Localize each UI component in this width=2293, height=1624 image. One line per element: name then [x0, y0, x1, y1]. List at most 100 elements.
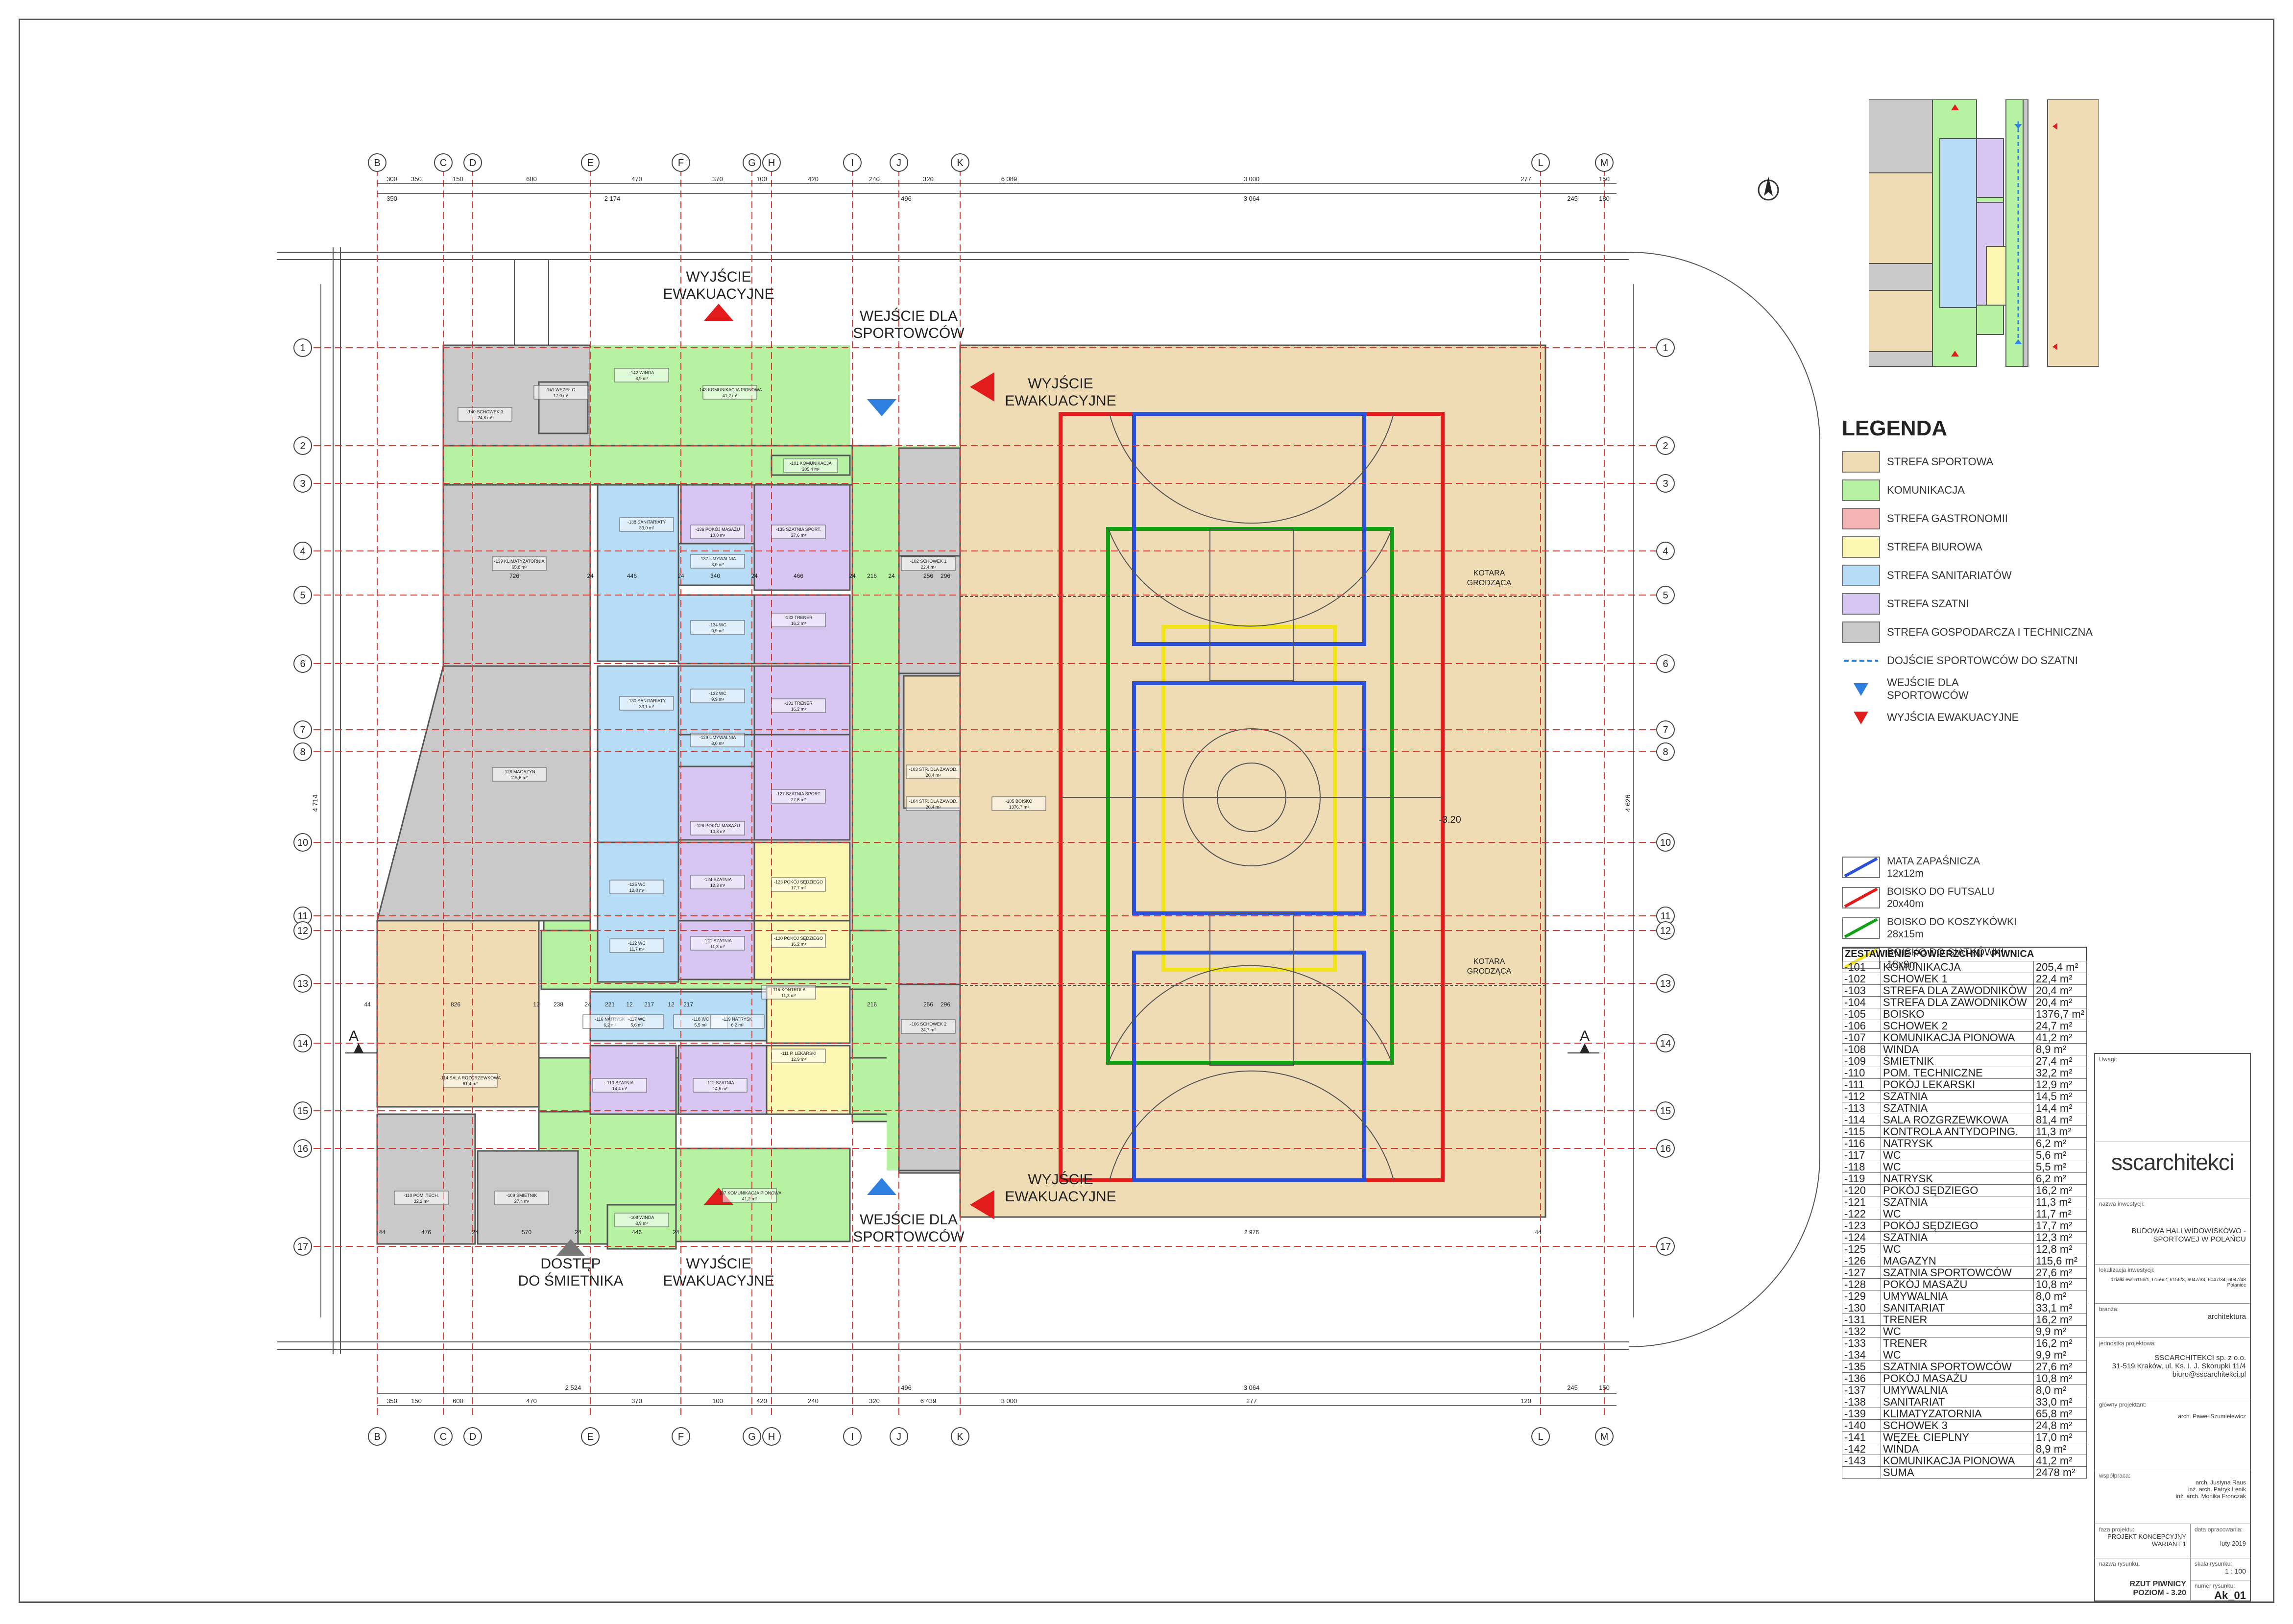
- room-area: 5,6 m²: [630, 1023, 643, 1027]
- table-cell-name: SZATNIA SPORTOWCÓW: [1881, 1361, 2034, 1373]
- exit-sign-top: EWAKUACYJNE: [663, 286, 774, 302]
- tb-number-val: Ak_01: [2214, 1589, 2246, 1601]
- dimension-text: 150: [411, 1397, 422, 1405]
- grid-row-bubble: [293, 338, 312, 357]
- table-cell-area: 5,5 m²: [2033, 1161, 2087, 1173]
- room-name: -114 SALA ROZGRZEWKOWA: [440, 1075, 501, 1080]
- zones: [376, 344, 1546, 1250]
- dimension-text: 217: [683, 1001, 693, 1008]
- table-cell-name: KOMUNIKACJA PIONOWA: [1881, 1031, 2034, 1044]
- room-name: -123 POKÓJ SĘDZIEGO: [774, 880, 823, 884]
- zone-sanitariaty-1: [597, 484, 679, 662]
- legend-item-entry: WEJŚCIE DLA SPORTOWCÓW: [1842, 675, 2136, 703]
- table-cell-name: TRENER: [1881, 1314, 2034, 1326]
- room-area: 8,9 m²: [635, 1221, 648, 1226]
- grid-row-bubble: [293, 474, 312, 493]
- dimension-text: 12: [668, 1001, 675, 1008]
- table-cell-area: 8,9 m²: [2033, 1043, 2087, 1055]
- grid-row-bubble: [293, 720, 312, 739]
- dimension-text: 350: [411, 175, 422, 183]
- dimension-text: 6 089: [1001, 175, 1017, 183]
- zone-str-zawod: [903, 675, 961, 809]
- grid-row-bubble: [1656, 1237, 1675, 1256]
- tb-scale: skala rysunku: 1 : 100: [2191, 1558, 2250, 1580]
- table-cell-name: KONTROLA ANTYDOPING.: [1881, 1125, 2034, 1138]
- table-cell-code: -121: [1842, 1196, 1881, 1208]
- table-cell-name: SANITARIAT: [1881, 1396, 2034, 1408]
- dimension-text: 245: [1567, 1384, 1578, 1391]
- table-cell-area: 6,2 m²: [2033, 1137, 2087, 1149]
- grid-row-label: 1: [1663, 343, 1668, 354]
- tb-cap: nazwa rysunku:: [2099, 1560, 2140, 1567]
- grid-row-bubble: [1656, 474, 1675, 493]
- grid-column-label: L: [1538, 158, 1543, 168]
- grid-row-bubble: [1656, 1139, 1675, 1158]
- dimension-text: 296: [941, 1001, 950, 1008]
- tb-cap: jednostka projektowa:: [2099, 1340, 2156, 1347]
- dimension-text: 24: [751, 573, 758, 579]
- table-cell-name: NATRYSK: [1881, 1137, 2034, 1149]
- dimension-text: 320: [869, 1397, 880, 1405]
- grid-row-bubble: [293, 586, 312, 604]
- grid-row-label: 8: [300, 747, 305, 758]
- tb-investment: nazwa inwestycji: BUDOWA HALI WIDOWISKOW…: [2095, 1198, 2250, 1265]
- dashed-route-icon: [1842, 650, 1880, 671]
- tb-coop-l1: arch. Justyna Raus: [2196, 1479, 2246, 1486]
- room-name: -131 TRENER: [784, 701, 813, 706]
- grid-row-label: 3: [1663, 478, 1668, 489]
- table-cell-name: SANITARIAT: [1881, 1302, 2034, 1314]
- exit-icon-right-top: [970, 372, 994, 402]
- dimension-text: 24: [673, 1229, 679, 1236]
- dimension-text: 216: [867, 573, 877, 579]
- table-cell-code: -124: [1842, 1231, 1881, 1243]
- room-name: -108 WINDA: [629, 1215, 654, 1220]
- table-cell-code: -140: [1842, 1419, 1881, 1432]
- grid-column-label: J: [896, 1432, 901, 1442]
- room-name: -127 SZATNIA SPORT.: [776, 791, 821, 796]
- grid-row-label: 14: [297, 1038, 308, 1049]
- tb-cap: branża:: [2099, 1306, 2119, 1313]
- table-cell-name: SZATNIA: [1881, 1196, 2034, 1208]
- room-area: 205,4 m²: [802, 467, 820, 472]
- tb-office-l1: SSCARCHITEKCI sp. z o.o.: [2154, 1354, 2246, 1362]
- table-cell-code: -104: [1842, 996, 1881, 1008]
- grid-column-label: D: [469, 158, 476, 168]
- dimension-text: 496: [901, 195, 912, 202]
- table-cell-area: 12,8 m²: [2033, 1243, 2087, 1255]
- section-label: A: [1580, 1028, 1590, 1044]
- room-area: 5,5 m²: [694, 1023, 707, 1027]
- table-cell-code: -143: [1842, 1455, 1881, 1467]
- grid-column-bubble: [434, 1427, 453, 1446]
- table-cell-code: -105: [1842, 1008, 1881, 1020]
- legend-swatch: [1842, 621, 1880, 643]
- tb-cap: główny projektant:: [2099, 1401, 2147, 1408]
- room-area: 32,2 m²: [414, 1199, 429, 1204]
- legend-label: KOMUNIKACJA: [1887, 484, 1965, 496]
- dimension-text: 420: [808, 175, 819, 183]
- grid-row-bubble: [293, 974, 312, 993]
- dimension-text: 4 714: [311, 794, 319, 812]
- grid-row-bubble: [293, 833, 312, 852]
- grid-row-label: 12: [297, 926, 308, 936]
- zone-boisko: [959, 344, 1546, 1218]
- grid-column-label: C: [440, 158, 447, 168]
- waste-access-icon: [556, 1239, 585, 1256]
- table-cell-area: 12,9 m²: [2033, 1078, 2087, 1091]
